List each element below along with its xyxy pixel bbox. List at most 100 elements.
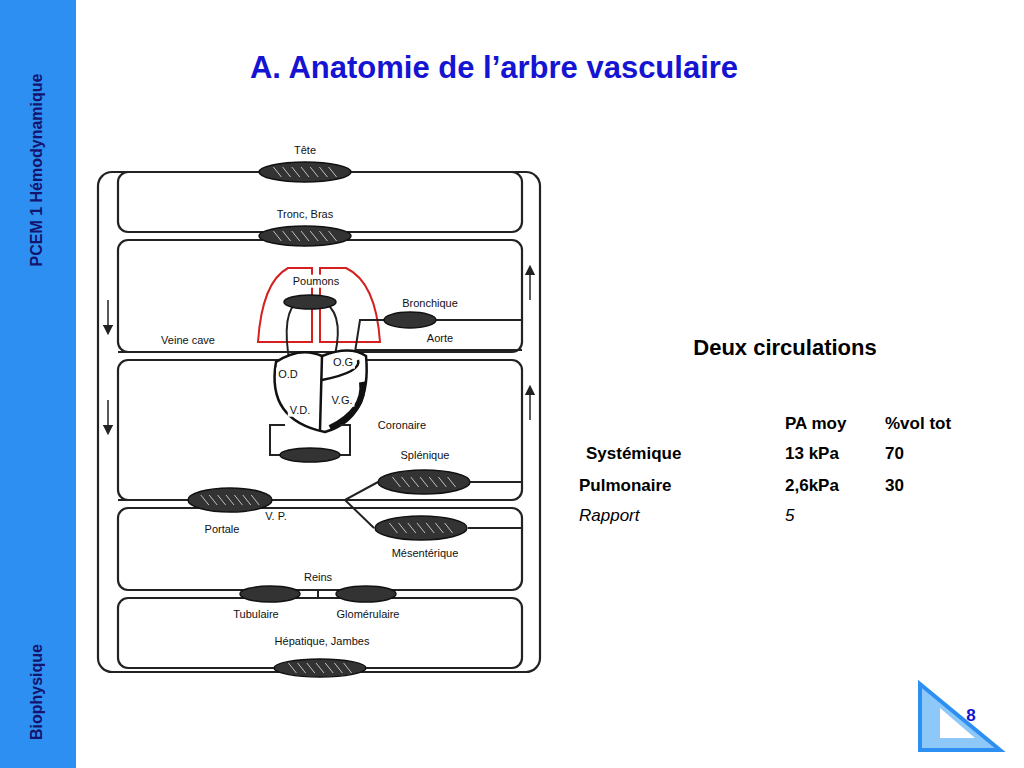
flow-arrow xyxy=(107,300,109,330)
bed-hatching xyxy=(316,663,324,673)
capillary-bed xyxy=(280,448,340,462)
corner-mark xyxy=(920,684,1000,750)
vessel-label: V. P. xyxy=(263,510,288,523)
table-cell: 70 xyxy=(885,444,904,464)
table-heading: Deux circulations xyxy=(693,335,876,360)
chamber-label: V.D. xyxy=(288,404,312,417)
capillary-bed xyxy=(274,659,366,677)
bed-hatching xyxy=(201,167,456,673)
bed-hatching xyxy=(310,231,318,241)
bed-hatching xyxy=(298,663,306,673)
vessel-frame xyxy=(118,240,522,352)
bed-hatching xyxy=(226,495,234,505)
lung-outline xyxy=(258,268,380,342)
capillary-bed xyxy=(188,488,272,512)
vessel-frame xyxy=(98,172,540,672)
table-cell: Rapport xyxy=(579,506,639,526)
table-cell: Pulmonaire xyxy=(579,476,672,496)
heart xyxy=(320,356,322,430)
bed-hatching xyxy=(325,663,333,673)
flow-arrow xyxy=(529,270,531,300)
sidebar-subject: Biophysique xyxy=(28,644,46,740)
bed-hatching xyxy=(234,495,242,505)
bed-hatching xyxy=(334,663,342,673)
table-header: %vol tot xyxy=(885,414,951,434)
bed-hatching xyxy=(438,477,446,487)
bed-label: Coronaire xyxy=(376,419,428,432)
slide-title: A. Anatomie de l’arbre vasculaire xyxy=(250,50,738,86)
bed-hatching xyxy=(445,523,453,533)
table-cell: 5 xyxy=(785,506,794,526)
bed-hatching xyxy=(283,231,291,241)
bed-label: Bronchique xyxy=(400,297,460,310)
vessel-frame xyxy=(98,172,540,672)
chamber-label: O.G xyxy=(331,356,355,369)
capillary-bed xyxy=(284,295,336,309)
bed-label: Splénique xyxy=(399,449,452,462)
bed-hatching xyxy=(344,663,352,673)
sidebar-course: PCEM 1 Hémodynamique xyxy=(28,74,46,267)
bed-label: Poumons xyxy=(291,275,341,288)
table-cell: Systémique xyxy=(586,444,681,464)
table-cell: 13 kPa xyxy=(785,444,839,464)
bed-hatching xyxy=(426,523,434,533)
bed-hatching xyxy=(307,663,315,673)
bed-hatching xyxy=(435,523,443,533)
bed-label: Tronc, Bras xyxy=(275,208,335,221)
bed-hatching xyxy=(448,477,456,487)
capillary-bed xyxy=(378,470,470,494)
vessel-label: Aorte xyxy=(425,332,455,345)
bed-label: Tête xyxy=(292,144,318,157)
chamber-label: V.G. xyxy=(330,394,355,407)
flow-arrow xyxy=(107,400,109,430)
pulmonary-vessel xyxy=(355,349,522,351)
vessel-label: Veine cave xyxy=(159,334,217,347)
corner-mark xyxy=(920,684,1000,750)
heart xyxy=(330,382,362,428)
bed-hatching xyxy=(273,231,281,241)
bed-hatching xyxy=(319,167,327,177)
bed-hatching xyxy=(301,167,309,177)
bed-hatching xyxy=(292,231,300,241)
bed-hatching xyxy=(251,495,259,505)
portal-system xyxy=(345,500,374,528)
capillary-bed xyxy=(336,586,396,602)
bed-label: Portale xyxy=(203,523,242,536)
bed-hatching xyxy=(218,495,226,505)
bed-hatching xyxy=(329,231,337,241)
side-bar xyxy=(0,0,76,768)
bed-hatching xyxy=(310,167,318,177)
chamber-label: O.D xyxy=(276,368,300,381)
portal-system xyxy=(118,482,522,598)
capillary-bed xyxy=(259,162,351,182)
capillary-bed xyxy=(259,226,351,246)
bed-hatching xyxy=(392,477,400,487)
bed-hatching xyxy=(408,523,416,533)
bed-hatching xyxy=(402,477,410,487)
portal-system xyxy=(272,482,378,500)
capillary-bed xyxy=(240,586,300,602)
table-cell: 30 xyxy=(885,476,904,496)
portal-system xyxy=(118,499,188,501)
portal-system xyxy=(317,590,319,598)
bed-hatching xyxy=(283,167,291,177)
pulmonary-vessel xyxy=(355,320,522,352)
bed-hatching xyxy=(288,663,296,673)
flow-arrow xyxy=(529,390,531,420)
heart xyxy=(275,351,367,433)
bed-hatching xyxy=(329,167,337,177)
bed-hatching xyxy=(420,477,428,487)
bed-hatching xyxy=(411,477,419,487)
bed-hatching xyxy=(292,167,300,177)
bed-hatching xyxy=(429,477,437,487)
pulmonary-vessel xyxy=(118,351,275,353)
vessel-frame xyxy=(118,508,522,590)
bed-hatching xyxy=(417,523,425,533)
capillary-bed xyxy=(188,162,470,677)
bed-hatching xyxy=(243,495,251,505)
capillary-bed xyxy=(375,516,467,540)
table-header: PA moy xyxy=(785,414,846,434)
bed-label: Hépatique, Jambes xyxy=(273,635,372,648)
